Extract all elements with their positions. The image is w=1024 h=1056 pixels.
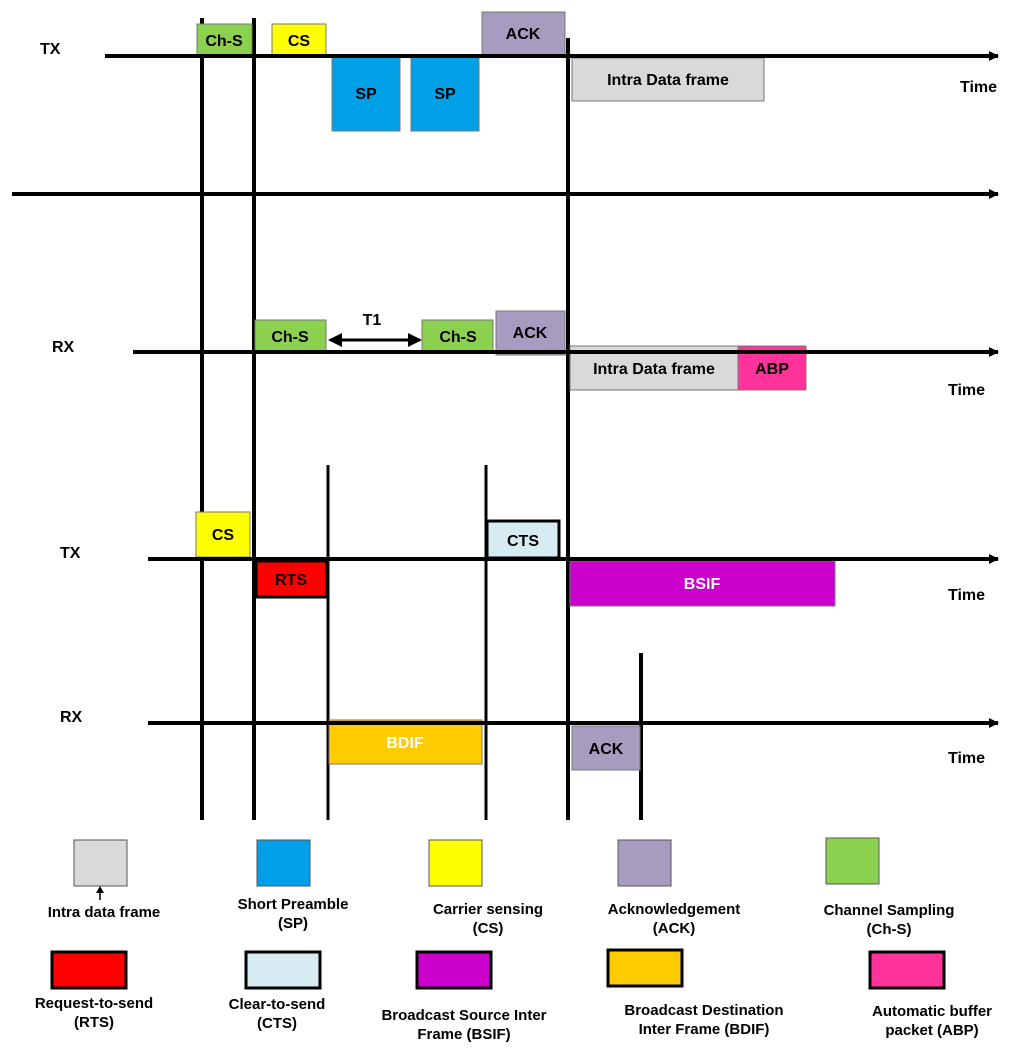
legend: Intra data frame Short Preamble (SP) Car…: [35, 837, 992, 1043]
timeline-tx1: Ch-S CS SP SP ACK Intra Data frame TX Ti…: [40, 11, 999, 132]
legend-label-intra-1: Intra data frame: [48, 904, 161, 921]
timeline-rx2: BDIF ACK RX Time: [60, 709, 999, 771]
timeline-rx2-time-label: Time: [948, 750, 985, 767]
legend-item-rts: Request-to-send (RTS): [35, 950, 153, 1031]
t1-arrowhead-left: [328, 333, 342, 347]
frame-rx1-ack-label: ACK: [513, 325, 548, 342]
legend-swatch-rts: [50, 950, 128, 990]
legend-swatch-bdif: [606, 948, 684, 988]
legend-swatch-cts: [244, 950, 322, 990]
frame-rx1-chs-2-label: Ch-S: [439, 329, 477, 346]
legend-label-rts-2: (RTS): [74, 1014, 114, 1031]
timeline-rx1-time-label: Time: [948, 382, 985, 399]
legend-item-chs: Channel Sampling (Ch-S): [824, 837, 955, 938]
timeline-rx1: Ch-S Ch-S T1 ACK Intra Data frame ABP RX…: [52, 310, 999, 399]
frame-tx1-intra-label: Intra Data frame: [607, 72, 729, 89]
frame-tx2-cs: [195, 511, 251, 558]
frame-rx1-abp-label: ABP: [755, 361, 789, 378]
frame-tx2-cts: [485, 519, 561, 560]
legend-item-sp: Short Preamble (SP): [238, 839, 349, 932]
frame-tx2-bsif: [569, 560, 836, 607]
timeline-tx1-time-label: Time: [960, 79, 997, 96]
legend-label-cs-2: (CS): [473, 920, 504, 937]
frame-rx1-chs-1: [254, 319, 327, 353]
legend-label-cts-1: Clear-to-send: [229, 996, 326, 1013]
legend-swatch-abp: [868, 950, 946, 990]
t1-label: T1: [363, 312, 382, 329]
legend-item-cs: Carrier sensing (CS): [428, 839, 543, 937]
frame-rx1-chs-2: [421, 319, 494, 353]
frame-tx1-chs-label: Ch-S: [205, 33, 243, 50]
frame-tx2-cts-label: CTS: [507, 533, 539, 550]
frame-rx1-ack: [495, 310, 566, 356]
timeline-tx2-time-label: Time: [948, 587, 985, 604]
legend-label-bdif-1: Broadcast Destination: [624, 1002, 783, 1019]
legend-intra-pointer-head: [96, 886, 104, 893]
legend-label-chs-2: (Ch-S): [867, 921, 912, 938]
legend-item-cts: Clear-to-send (CTS): [229, 950, 326, 1032]
frame-tx1-cs: [271, 23, 327, 57]
legend-label-bsif-1: Broadcast Source Inter: [381, 1007, 546, 1024]
legend-label-rts-1: Request-to-send: [35, 995, 153, 1012]
frame-tx1-ack-label: ACK: [506, 26, 541, 43]
frame-tx2-rts: [254, 559, 329, 599]
legend-label-abp-1: Automatic buffer: [872, 1003, 992, 1020]
legend-item-bdif: Broadcast Destination Inter Frame (BDIF): [606, 948, 784, 1038]
frame-tx1-ack: [481, 11, 566, 57]
legend-swatch-chs: [825, 837, 880, 885]
timeline-rx1-label: RX: [52, 339, 75, 356]
frame-tx2-bsif-label: BSIF: [684, 576, 721, 593]
legend-swatch-intra: [73, 839, 128, 887]
frame-tx1-sp-1-label: SP: [355, 86, 377, 103]
legend-label-abp-2: packet (ABP): [885, 1022, 978, 1039]
frame-tx1-cs-label: CS: [288, 33, 311, 50]
frame-rx2-ack-label: ACK: [589, 741, 624, 758]
legend-swatch-cs: [428, 839, 483, 887]
legend-label-bsif-2: Frame (BSIF): [417, 1026, 510, 1043]
timeline-rx2-label: RX: [60, 709, 83, 726]
legend-label-chs-1: Channel Sampling: [824, 902, 955, 919]
frame-tx1-sp-2-label: SP: [434, 86, 456, 103]
frame-tx1-sp-1: [331, 55, 401, 132]
frame-rx2-bdif: [328, 719, 483, 765]
legend-label-cts-2: (CTS): [257, 1015, 297, 1032]
frame-rx1-chs-1-label: Ch-S: [271, 329, 309, 346]
legend-label-sp-2: (SP): [278, 915, 308, 932]
legend-label-ack-1: Acknowledgement: [608, 901, 741, 918]
legend-item-abp: Automatic buffer packet (ABP): [868, 950, 992, 1039]
t1-arrowhead-right: [408, 333, 422, 347]
timeline-tx1-label: TX: [40, 41, 61, 58]
legend-swatch-bsif: [415, 950, 493, 990]
frame-rx2-ack: [571, 725, 641, 771]
legend-swatch-sp: [256, 839, 311, 887]
legend-item-bsif: Broadcast Source Inter Frame (BSIF): [381, 950, 547, 1043]
legend-item-ack: Acknowledgement (ACK): [608, 839, 741, 937]
frame-tx2-cs-label: CS: [212, 527, 235, 544]
legend-label-bdif-2: Inter Frame (BDIF): [639, 1021, 770, 1038]
legend-item-intra: Intra data frame: [48, 839, 161, 921]
legend-label-cs-1: Carrier sensing: [433, 901, 543, 918]
legend-label-sp-1: Short Preamble: [238, 896, 349, 913]
frame-tx1-intra: [571, 57, 765, 102]
frame-rx2-bdif-label: BDIF: [386, 735, 424, 752]
frame-tx2-rts-label: RTS: [275, 572, 307, 589]
legend-swatch-ack: [617, 839, 672, 887]
sync-lines: [200, 18, 643, 820]
timeline-tx2-label: TX: [60, 545, 81, 562]
legend-label-ack-2: (ACK): [653, 920, 696, 937]
frame-rx1-intra-label: Intra Data frame: [593, 361, 715, 378]
timeline-tx2: CS RTS CTS BSIF TX Time: [60, 511, 999, 607]
